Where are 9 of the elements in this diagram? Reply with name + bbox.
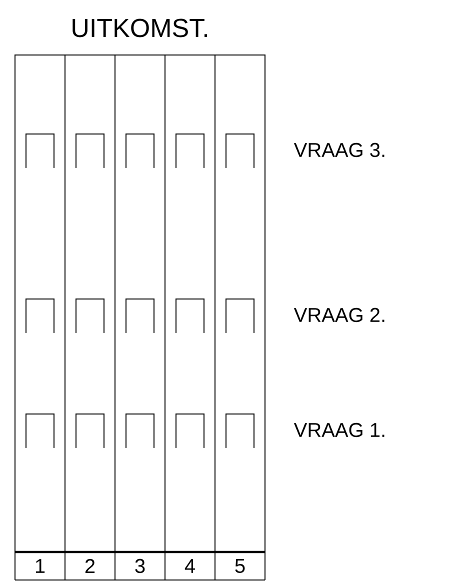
column-number: 5 xyxy=(235,559,245,573)
column-number: 2 xyxy=(85,559,95,573)
column-number: 4 xyxy=(184,559,195,573)
row-label: VRAAG 1. xyxy=(294,422,384,438)
column-number: 1 xyxy=(36,559,45,573)
column-number: 3 xyxy=(135,558,145,574)
row-label: VRAAG 2. xyxy=(294,308,384,322)
title: UITKOMST. xyxy=(72,18,207,38)
row-label: VRAAG 3. xyxy=(294,142,384,158)
